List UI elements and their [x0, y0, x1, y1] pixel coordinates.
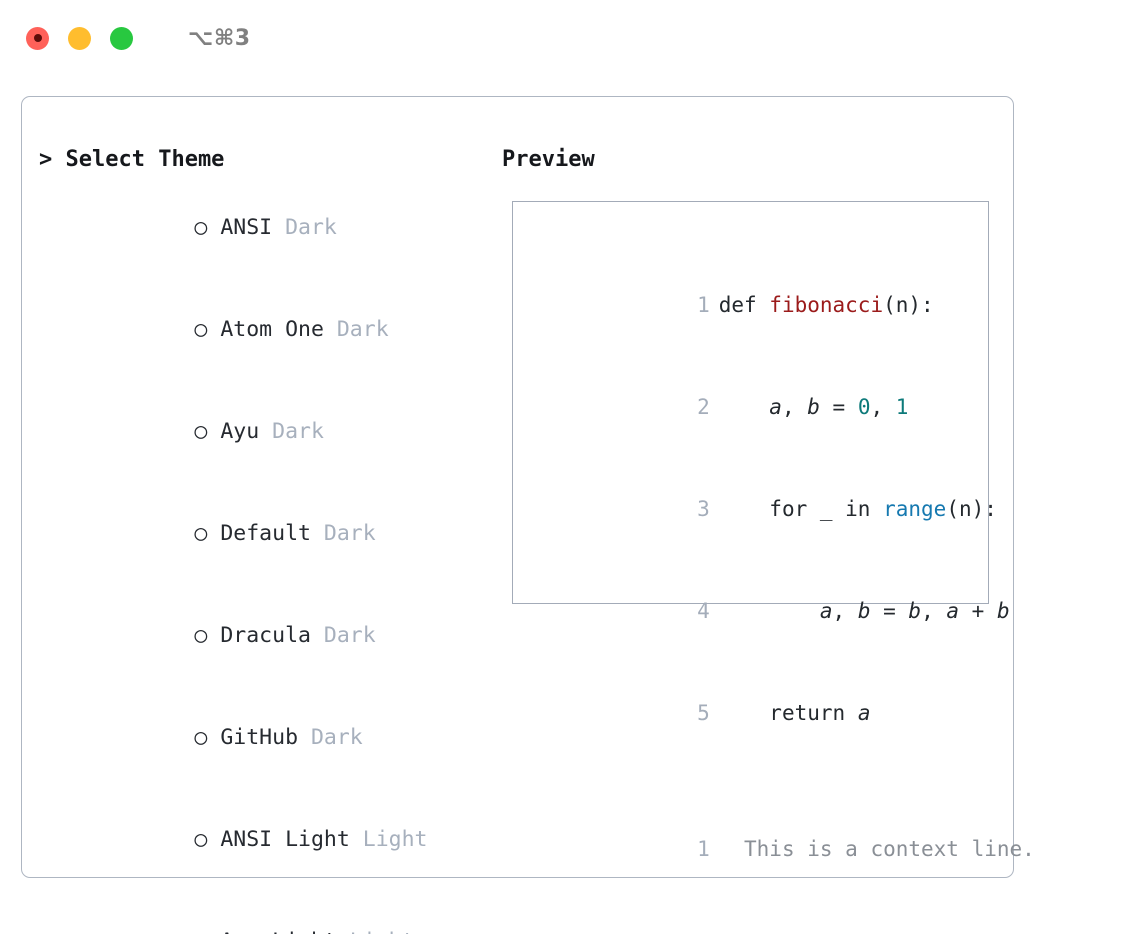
theme-list-column: > Select Theme ○ ANSI Dark ○ Atom One Dark…: [22, 143, 484, 934]
code-token-function: fibonacci: [769, 293, 884, 317]
code-token: def: [718, 293, 770, 317]
preview-divider-space: [532, 764, 988, 798]
line-number: 2: [697, 395, 710, 419]
title-bar: ⌥⌘3: [0, 0, 1140, 76]
code-token: return: [769, 701, 858, 725]
select-theme-header: > Select Theme: [39, 147, 225, 172]
theme-list: ○ ANSI Dark ○ Atom One Dark ○ Ayu Dark ○ Def…: [39, 177, 484, 934]
code-token-var: a: [769, 395, 782, 419]
code-token: ,: [832, 599, 858, 623]
traffic-lights: [26, 26, 133, 50]
code-token: ,: [781, 395, 808, 419]
radio-icon: ○: [194, 827, 208, 852]
code-token: (n):: [946, 497, 997, 521]
close-button[interactable]: [26, 26, 49, 50]
code-token-var: b: [857, 599, 871, 623]
theme-name: Dracula: [220, 623, 311, 648]
theme-option-ayu[interactable]: ○ Ayu Dark: [39, 381, 484, 483]
code-token-number: 0: [857, 395, 871, 419]
code-indent: [719, 701, 770, 725]
theme-variant: Dark: [310, 725, 363, 750]
line-number: 5: [697, 701, 710, 725]
theme-variant: Dark: [323, 521, 376, 546]
code-token-var: b: [908, 599, 922, 623]
preview-title: Preview: [502, 147, 595, 172]
code-token-var: b: [996, 599, 1010, 623]
code-token: ,: [921, 599, 947, 623]
code-token-builtin: range: [883, 497, 947, 521]
code-line: 5 return a: [532, 662, 988, 764]
diff-text: This is a context line.: [731, 837, 1035, 861]
line-number: 1: [697, 293, 710, 317]
code-token-var: a: [857, 701, 871, 725]
theme-name: Ayu Light: [220, 929, 337, 934]
theme-name: Ayu: [220, 419, 260, 444]
theme-option-ayu-light[interactable]: ○Ayu Light Light: [39, 891, 484, 934]
theme-variant: Dark: [323, 623, 376, 648]
code-token-var: a: [819, 599, 833, 623]
diff-line-deleted: 2- This line was deleted.: [532, 900, 988, 934]
code-token: =: [870, 599, 909, 623]
theme-variant: Dark: [285, 215, 337, 240]
diff-line-context: 1 This is a context line.: [532, 798, 1035, 900]
radio-icon: ○: [194, 725, 208, 750]
theme-name: GitHub: [220, 725, 299, 750]
theme-option-ansi-light[interactable]: ○ ANSI Light Light: [39, 789, 484, 891]
radio-icon: ○: [194, 623, 208, 648]
radio-icon: ○: [194, 925, 220, 934]
theme-selector-dialog: > Select Theme ○ ANSI Dark ○ Atom One Dark…: [21, 96, 1035, 934]
code-line: 2 a, b = 0, 1: [532, 356, 988, 458]
code-token: =: [819, 395, 858, 419]
code-token-number: 1: [895, 395, 909, 419]
line-number: 4: [697, 599, 710, 623]
code-token: ,: [870, 395, 896, 419]
minimize-button[interactable]: [68, 26, 91, 50]
code-token: for _ in: [769, 497, 884, 521]
theme-option-atom-one[interactable]: ○ Atom One Dark: [39, 279, 484, 381]
theme-variant: Light: [350, 929, 415, 934]
code-token-var: b: [807, 395, 820, 419]
line-number: 1: [697, 837, 710, 861]
code-token: +: [959, 599, 997, 623]
code-line: 4 a, b = b, a + b: [532, 560, 1010, 662]
theme-option-ansi[interactable]: ○ ANSI Dark: [39, 177, 484, 279]
theme-variant: Dark: [272, 419, 324, 444]
code-indent: [719, 497, 770, 521]
theme-name: ANSI Light: [220, 827, 350, 852]
code-indent: [719, 395, 770, 419]
diff-sign: [719, 837, 732, 861]
theme-name: ANSI: [220, 215, 273, 240]
maximize-button[interactable]: [110, 26, 133, 50]
code-line: 1 def fibonacci(n):: [532, 254, 988, 356]
theme-variant: Dark: [336, 317, 389, 342]
radio-icon: ○: [194, 215, 208, 240]
line-number: 3: [697, 497, 710, 521]
code-indent: [719, 599, 820, 623]
radio-icon: ○: [194, 419, 208, 444]
code-token-var: a: [946, 599, 960, 623]
theme-option-default[interactable]: ○ Default Dark: [39, 483, 484, 585]
radio-icon: ○: [194, 521, 208, 546]
theme-variant: Light: [362, 827, 428, 852]
theme-name: Atom One: [220, 317, 324, 342]
code-line: 3 for _ in range(n):: [532, 458, 997, 560]
code-token: (n):: [883, 293, 934, 317]
keyboard-shortcut-label: ⌥⌘3: [188, 25, 251, 51]
theme-option-dracula[interactable]: ○ Dracula Dark: [39, 585, 484, 687]
radio-icon: ○: [194, 317, 208, 342]
theme-option-github[interactable]: ○ GitHub Dark: [39, 687, 484, 789]
theme-name: Default: [220, 521, 311, 546]
